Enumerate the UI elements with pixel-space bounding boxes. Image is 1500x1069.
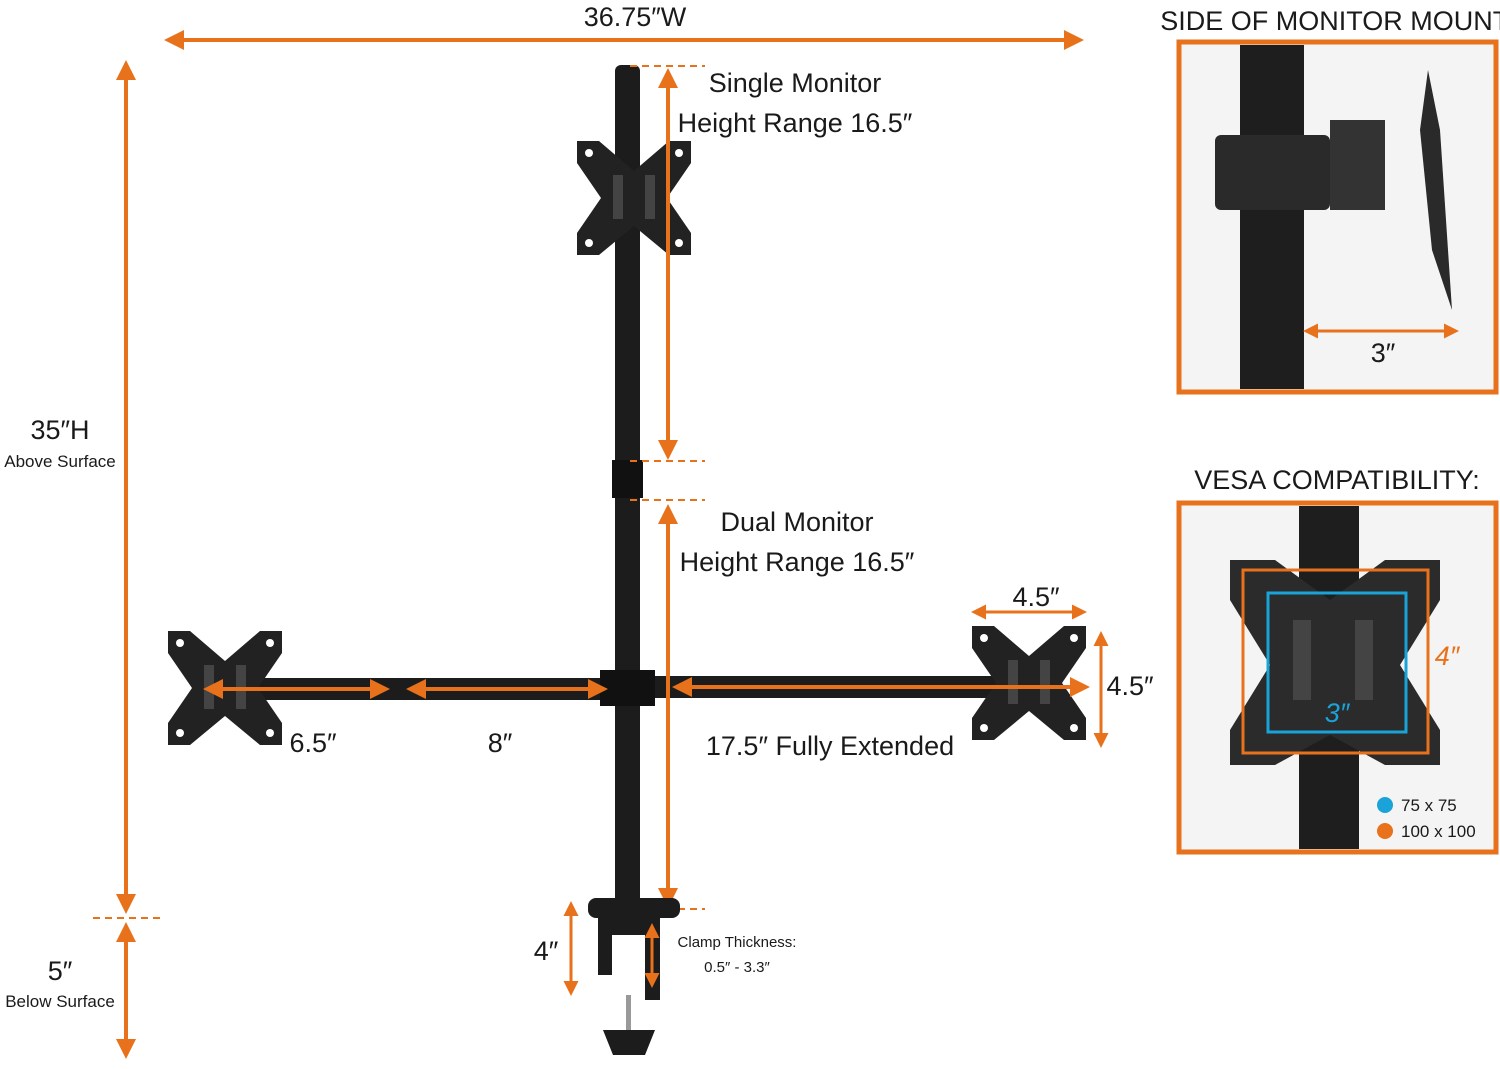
- side-panel-title: SIDE OF MONITOR MOUNT:: [1160, 6, 1500, 36]
- height-sublabel: Above Surface: [4, 452, 116, 471]
- legend-100-label: 100 x 100: [1401, 822, 1476, 841]
- height-label: 35″H: [30, 415, 89, 445]
- vesa-outer-label: 4″: [1435, 641, 1461, 671]
- below-sublabel: Below Surface: [5, 992, 115, 1011]
- width-label: 36.75″W: [584, 2, 687, 32]
- clamp-thickness-title: Clamp Thickness:: [678, 934, 797, 951]
- below-label: 5″: [48, 956, 73, 986]
- legend-75-swatch: [1377, 797, 1393, 813]
- clamp-base: [588, 898, 680, 918]
- arm1-label: 6.5″: [289, 728, 337, 758]
- vesa-inner-label: 3″: [1325, 698, 1351, 728]
- side-panel: [1176, 39, 1499, 395]
- legend-75-label: 75 x 75: [1401, 796, 1457, 815]
- plate-height-label: 4.5″: [1106, 671, 1154, 701]
- arm2-label: 8″: [488, 728, 513, 758]
- side-measure-label: 3″: [1371, 338, 1396, 368]
- legend-100-swatch: [1377, 823, 1393, 839]
- vesa-100-square: [1241, 568, 1430, 755]
- dual-label-1: Dual Monitor: [720, 507, 873, 537]
- clamp-thickness-range: 0.5″ - 3.3″: [704, 959, 770, 976]
- dual-label-2: Height Range 16.5″: [680, 547, 915, 577]
- clamp-height-label: 4″: [534, 936, 559, 966]
- single-label-1: Single Monitor: [709, 68, 882, 98]
- plate-width-label: 4.5″: [1012, 582, 1060, 612]
- vesa-75-square: [1266, 591, 1408, 734]
- arm-ext-label: 17.5″ Fully Extended: [706, 731, 954, 761]
- vesa-panel-title: VESA COMPATIBILITY:: [1194, 465, 1480, 495]
- single-label-2: Height Range 16.5″: [678, 108, 913, 138]
